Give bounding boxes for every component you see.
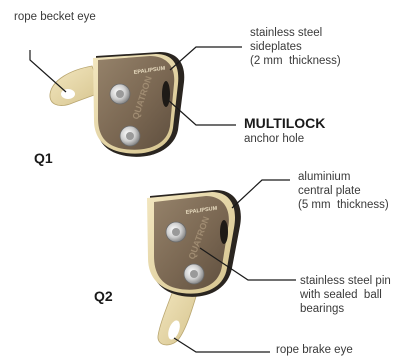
leader-central-plate bbox=[232, 180, 290, 208]
label-steel-pin: stainless steel pin with sealed ball bea… bbox=[300, 274, 391, 316]
model-label-q1: Q1 bbox=[34, 150, 53, 166]
q2-pulley: EPALIPSUM QUATRON bbox=[147, 190, 241, 345]
label-multilock: MULTILOCK bbox=[244, 115, 325, 132]
q1-becket-eye-hole bbox=[61, 89, 75, 99]
label-anchor-hole: anchor hole bbox=[244, 132, 304, 146]
leader-brake-eye bbox=[174, 338, 270, 352]
q1-anchor-hole bbox=[162, 81, 170, 107]
label-sideplates: stainless steel sideplates (2 mm thickne… bbox=[250, 26, 341, 68]
label-central-plate: aluminium central plate (5 mm thickness) bbox=[298, 170, 389, 212]
q2-anchor-hole bbox=[220, 220, 228, 244]
label-rope-becket-eye: rope becket eye bbox=[14, 10, 96, 24]
q1-pulley: EPALIPSUM QUATRON bbox=[50, 52, 184, 157]
label-brake-eye: rope brake eye bbox=[276, 343, 353, 357]
model-label-q2: Q2 bbox=[94, 288, 113, 304]
